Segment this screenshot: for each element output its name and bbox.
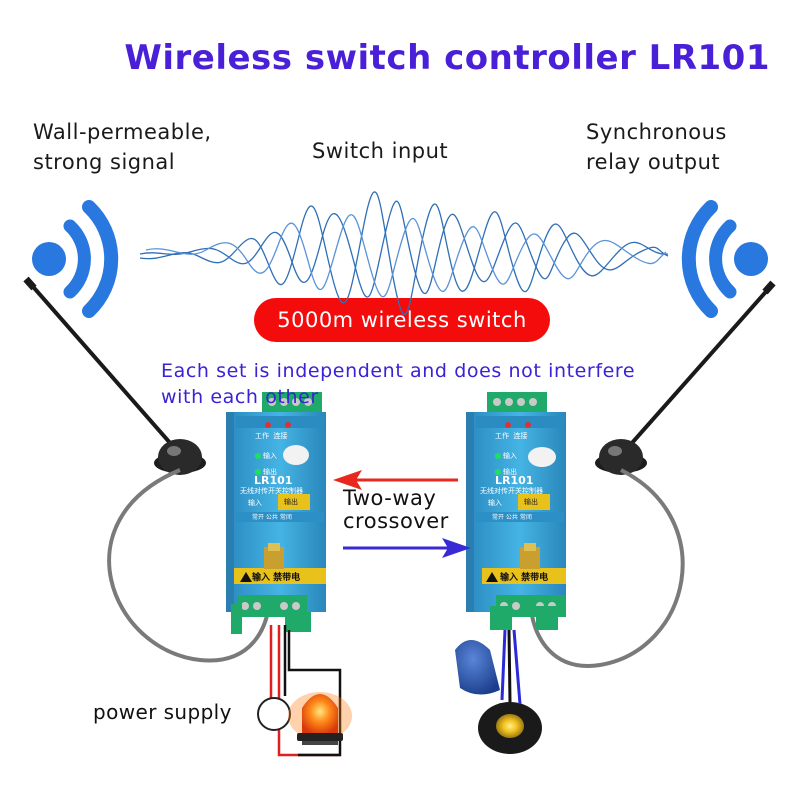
signal-wave-icon <box>139 191 669 316</box>
device-right-output-led: 输出 <box>503 468 517 476</box>
device-left-model: LR101 <box>254 474 293 487</box>
device-left-warning: 输入 禁带电 <box>252 573 301 583</box>
note-line: with each other <box>161 386 319 408</box>
device-left-work: 工作 连接 <box>255 432 288 440</box>
power-supply-icon <box>257 697 291 731</box>
antenna-icon <box>23 276 206 475</box>
wire-black <box>283 625 342 757</box>
feature-line: Synchronous <box>586 120 727 144</box>
device-left-output-led: 输出 <box>263 468 277 476</box>
feature-switch-input: Switch input <box>312 139 449 163</box>
device-right-model: LR101 <box>495 474 534 487</box>
device-right-terminal-row: 常开 公共 常闭 <box>492 514 532 521</box>
feature-line: relay output <box>586 150 721 174</box>
device-left-input-led: 输入 <box>263 452 277 460</box>
crossover-line: Two-way <box>343 486 437 510</box>
wireless-signal-icon <box>32 200 119 318</box>
device-left-input-terminal: 输入 <box>248 499 262 507</box>
crossover-line: crossover <box>343 509 449 533</box>
feature-wall-permeable: Wall-permeable, strong signal <box>33 117 212 177</box>
float-switch-icon <box>455 629 542 754</box>
feature-line: strong signal <box>33 150 176 174</box>
device-left <box>226 392 326 634</box>
antenna-cable <box>107 468 272 663</box>
page-title: Wireless switch controller LR101 <box>124 38 770 78</box>
device-left-subtitle: 无线对传开关控制器 <box>240 487 303 495</box>
device-right <box>466 392 566 630</box>
wireless-signal-icon <box>681 200 768 318</box>
note-line: Each set is independent and does not int… <box>161 360 636 382</box>
device-right-warning: 输入 禁带电 <box>500 573 549 583</box>
power-supply-label: power supply <box>93 700 232 724</box>
device-right-input-terminal: 输入 <box>488 499 502 507</box>
alarm-lamp-icon <box>288 692 352 745</box>
device-right-work: 工作 连接 <box>495 432 528 440</box>
antenna-cable <box>528 468 685 668</box>
range-badge: 5000m wireless switch <box>254 298 550 342</box>
device-right-output-terminal: 输出 <box>524 498 538 506</box>
device-left-output-terminal: 输出 <box>284 498 298 506</box>
feature-relay-output: Synchronous relay output <box>586 117 727 177</box>
independence-note: Each set is independent and does not int… <box>161 358 635 410</box>
feature-line: Wall-permeable, <box>33 120 212 144</box>
device-right-subtitle: 无线对传开关控制器 <box>480 487 543 495</box>
crossover-label: Two-way crossover <box>343 487 449 533</box>
device-right-input-led: 输入 <box>503 452 517 460</box>
antenna-icon <box>595 280 776 475</box>
device-left-terminal-row: 常开 公共 常闭 <box>252 514 292 521</box>
